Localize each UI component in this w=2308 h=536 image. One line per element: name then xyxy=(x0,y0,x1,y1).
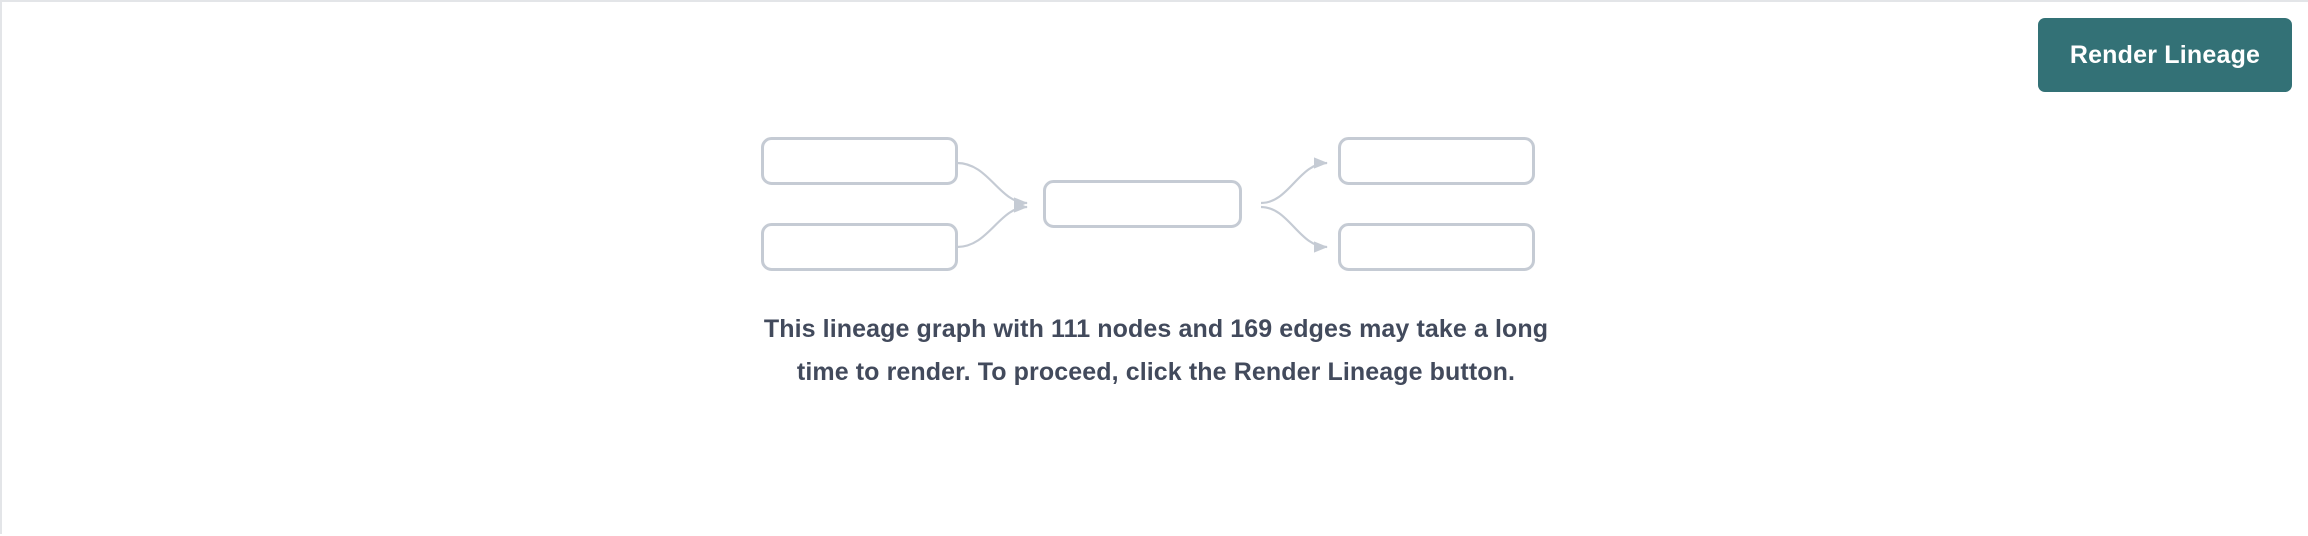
lineage-nodes xyxy=(761,137,1535,271)
edge-source2-center1 xyxy=(956,201,1028,249)
lineage-node-target-2 xyxy=(1338,223,1535,271)
lineage-node-target-1 xyxy=(1338,137,1535,185)
edge-source1-center1 xyxy=(956,161,1028,209)
edge-center1-target1 xyxy=(1260,157,1328,205)
lineage-edges xyxy=(956,157,1328,253)
lineage-node-source-1 xyxy=(761,137,958,185)
edge-center1-target2 xyxy=(1260,205,1328,253)
lineage-node-source-2 xyxy=(761,223,958,271)
lineage-placeholder-graphic xyxy=(761,137,1535,271)
lineage-node-center-1 xyxy=(1043,180,1242,228)
render-lineage-button[interactable]: Render Lineage xyxy=(2038,18,2292,92)
lineage-warning-message: This lineage graph with 111 nodes and 16… xyxy=(763,315,1549,386)
